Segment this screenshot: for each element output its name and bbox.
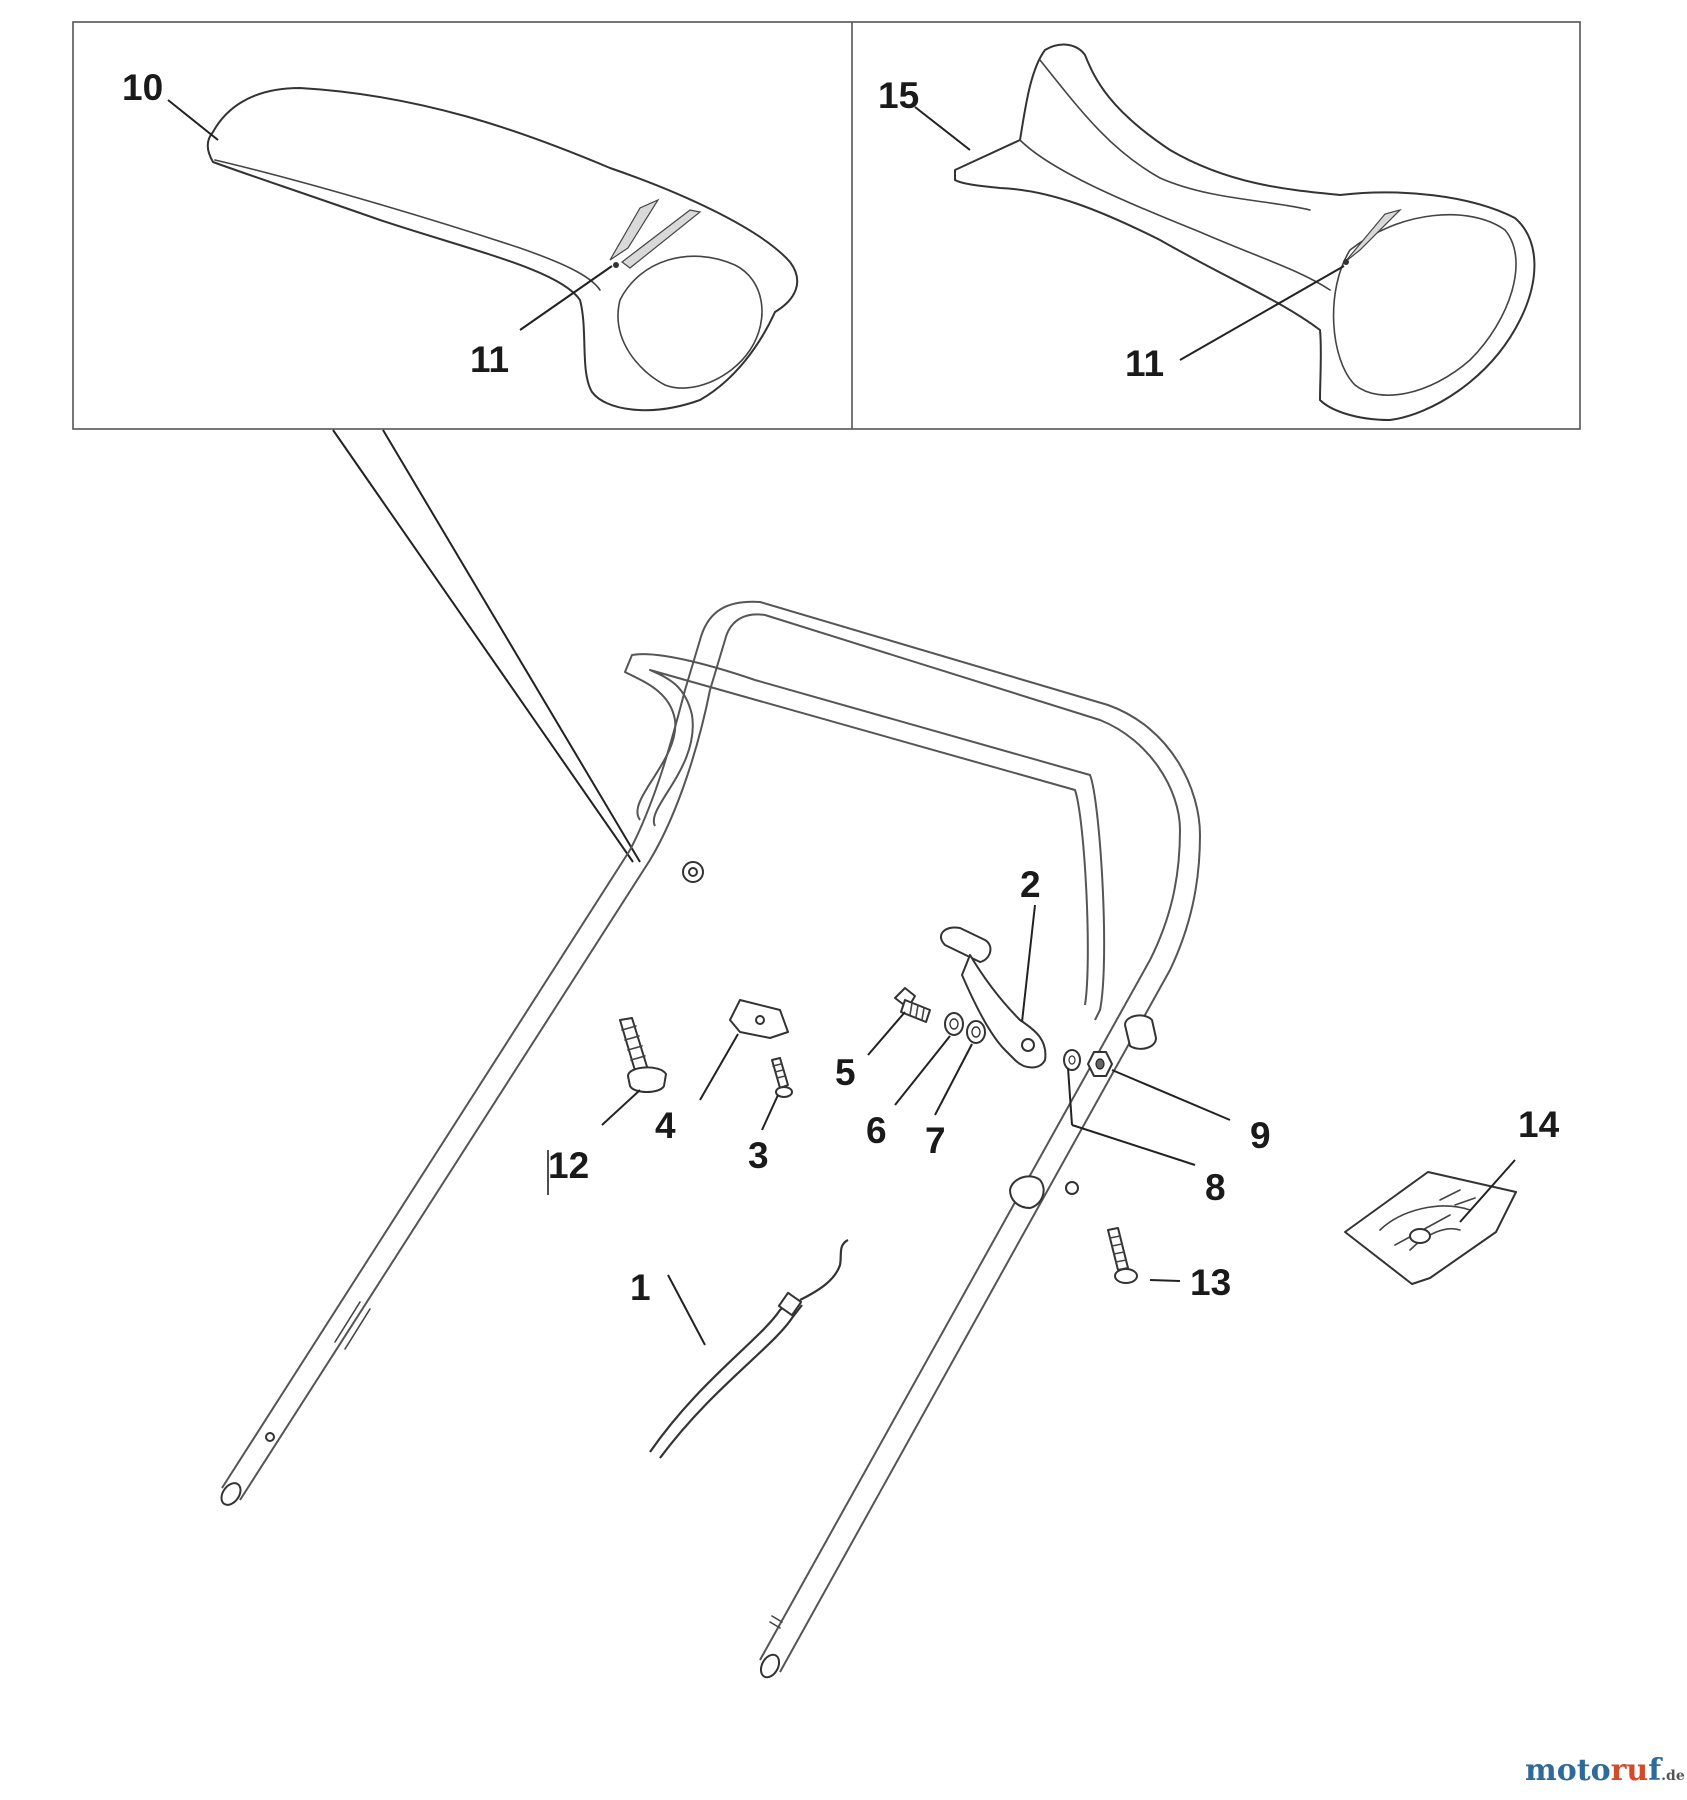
leader-lines [167,99,1516,1346]
part-labels: 10 11 15 11 2 5 4 3 6 7 9 8 12 14 1 13 [122,67,1560,1308]
fastener-bag-part-14 [1344,1171,1517,1285]
cable-part-1 [649,1239,849,1459]
part-label-15: 15 [878,75,919,116]
part-label-9: 9 [1250,1115,1271,1156]
part-label-11-left: 11 [470,339,509,380]
label-plate-left [609,198,660,261]
part-label-4: 4 [655,1105,676,1146]
handle-frame [220,600,1201,1679]
watermark-text: motoruf.de [1525,1753,1685,1788]
spring-washer-part-8 [1063,1049,1081,1071]
washer-part-7 [966,1020,986,1044]
cable-clip-part-4 [729,999,789,1039]
part-label-14: 14 [1518,1104,1560,1145]
part-label-6: 6 [866,1110,887,1151]
handle-cover-left-part-10 [206,87,799,412]
bolt-part-5 [894,987,931,1023]
part-label-5: 5 [835,1052,856,1093]
throttle-lever-part-2 [940,926,1047,1069]
part-label-13: 13 [1190,1262,1231,1303]
screw-part-3 [771,1057,793,1098]
part-label-2: 2 [1020,864,1041,905]
handle-cover-right-part-15 [954,43,1536,421]
detail-callout-lines [332,429,641,863]
watermark-logo: motoruf.de [1525,1753,1685,1788]
label-plate-right [1344,208,1403,263]
part-label-10: 10 [122,67,163,108]
part-label-1: 1 [630,1267,651,1308]
washer-part-6 [944,1012,964,1036]
wood-screw-part-12 [619,1017,667,1093]
part-label-12: 12 [548,1145,589,1186]
part-label-8: 8 [1205,1167,1226,1208]
part-label-7: 7 [925,1120,946,1161]
nut-part-9 [1087,1051,1113,1077]
part-label-11-right: 11 [1125,343,1164,384]
screw-part-13 [1107,1227,1138,1284]
part-label-3: 3 [748,1135,769,1176]
